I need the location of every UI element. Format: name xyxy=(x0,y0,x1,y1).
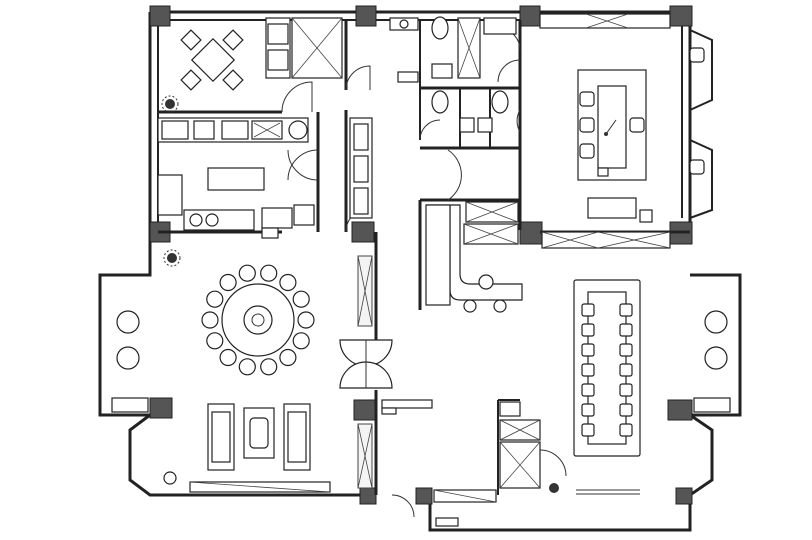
shelf-column xyxy=(349,117,373,219)
sofa-top-right xyxy=(587,197,653,223)
plant-icon xyxy=(161,95,179,113)
banquet-chair xyxy=(260,358,278,376)
bar-counter xyxy=(425,204,523,313)
wardrobe-top xyxy=(265,17,291,79)
small-dining-set xyxy=(180,29,244,91)
conference-chair xyxy=(619,403,633,417)
round-banquet-table xyxy=(201,264,315,376)
conference-chair xyxy=(619,323,633,337)
storage-cabinets-top xyxy=(539,13,671,29)
planter-bottom xyxy=(435,483,640,527)
banquet-chair xyxy=(279,348,297,367)
living-sofa-set xyxy=(163,403,311,485)
banquet-chair xyxy=(206,290,224,308)
kitchen-counter-top xyxy=(157,117,309,143)
banquet-chair xyxy=(201,311,219,329)
conference-chair xyxy=(581,403,595,417)
armchairs-right xyxy=(693,310,731,413)
conference-chair xyxy=(581,383,595,397)
banquet-chair xyxy=(297,311,315,329)
storage-cabinets-right xyxy=(541,231,671,249)
banquet-chair xyxy=(206,332,224,350)
banquet-chair xyxy=(219,273,237,292)
bathroom-fixtures xyxy=(389,16,517,133)
conference-chair xyxy=(619,383,633,397)
kitchen-island xyxy=(207,167,265,191)
conference-chair xyxy=(581,343,595,357)
cabinets-bottom-center xyxy=(433,401,541,503)
conference-table xyxy=(573,279,641,457)
armchairs-left xyxy=(111,310,149,413)
plant-icon-living xyxy=(163,249,181,267)
banquet-chair xyxy=(238,264,256,282)
bay-window-upper xyxy=(689,29,713,219)
glass-partition xyxy=(357,255,373,489)
double-door-center xyxy=(339,339,393,389)
conference-chair xyxy=(581,363,595,377)
storage-x-box xyxy=(291,17,343,79)
conference-chair xyxy=(581,303,595,317)
hall-bench xyxy=(381,399,433,415)
banquet-chair xyxy=(260,264,278,282)
conference-chair xyxy=(581,323,595,337)
conference-chair xyxy=(619,343,633,357)
banquet-chair xyxy=(279,273,297,292)
conference-chair xyxy=(581,423,595,437)
meeting-chairs-top xyxy=(579,47,705,175)
tv-cabinet-bottom xyxy=(189,481,331,493)
conference-chair xyxy=(619,423,633,437)
conference-chair xyxy=(619,363,633,377)
banquet-chair xyxy=(219,348,237,367)
kitchen-appliances xyxy=(157,174,315,239)
banquet-chair xyxy=(238,358,256,376)
banquet-chair xyxy=(292,290,310,308)
banquet-chair xyxy=(292,332,310,350)
conference-chair xyxy=(619,303,633,317)
storage-cabinets-center xyxy=(463,201,519,245)
